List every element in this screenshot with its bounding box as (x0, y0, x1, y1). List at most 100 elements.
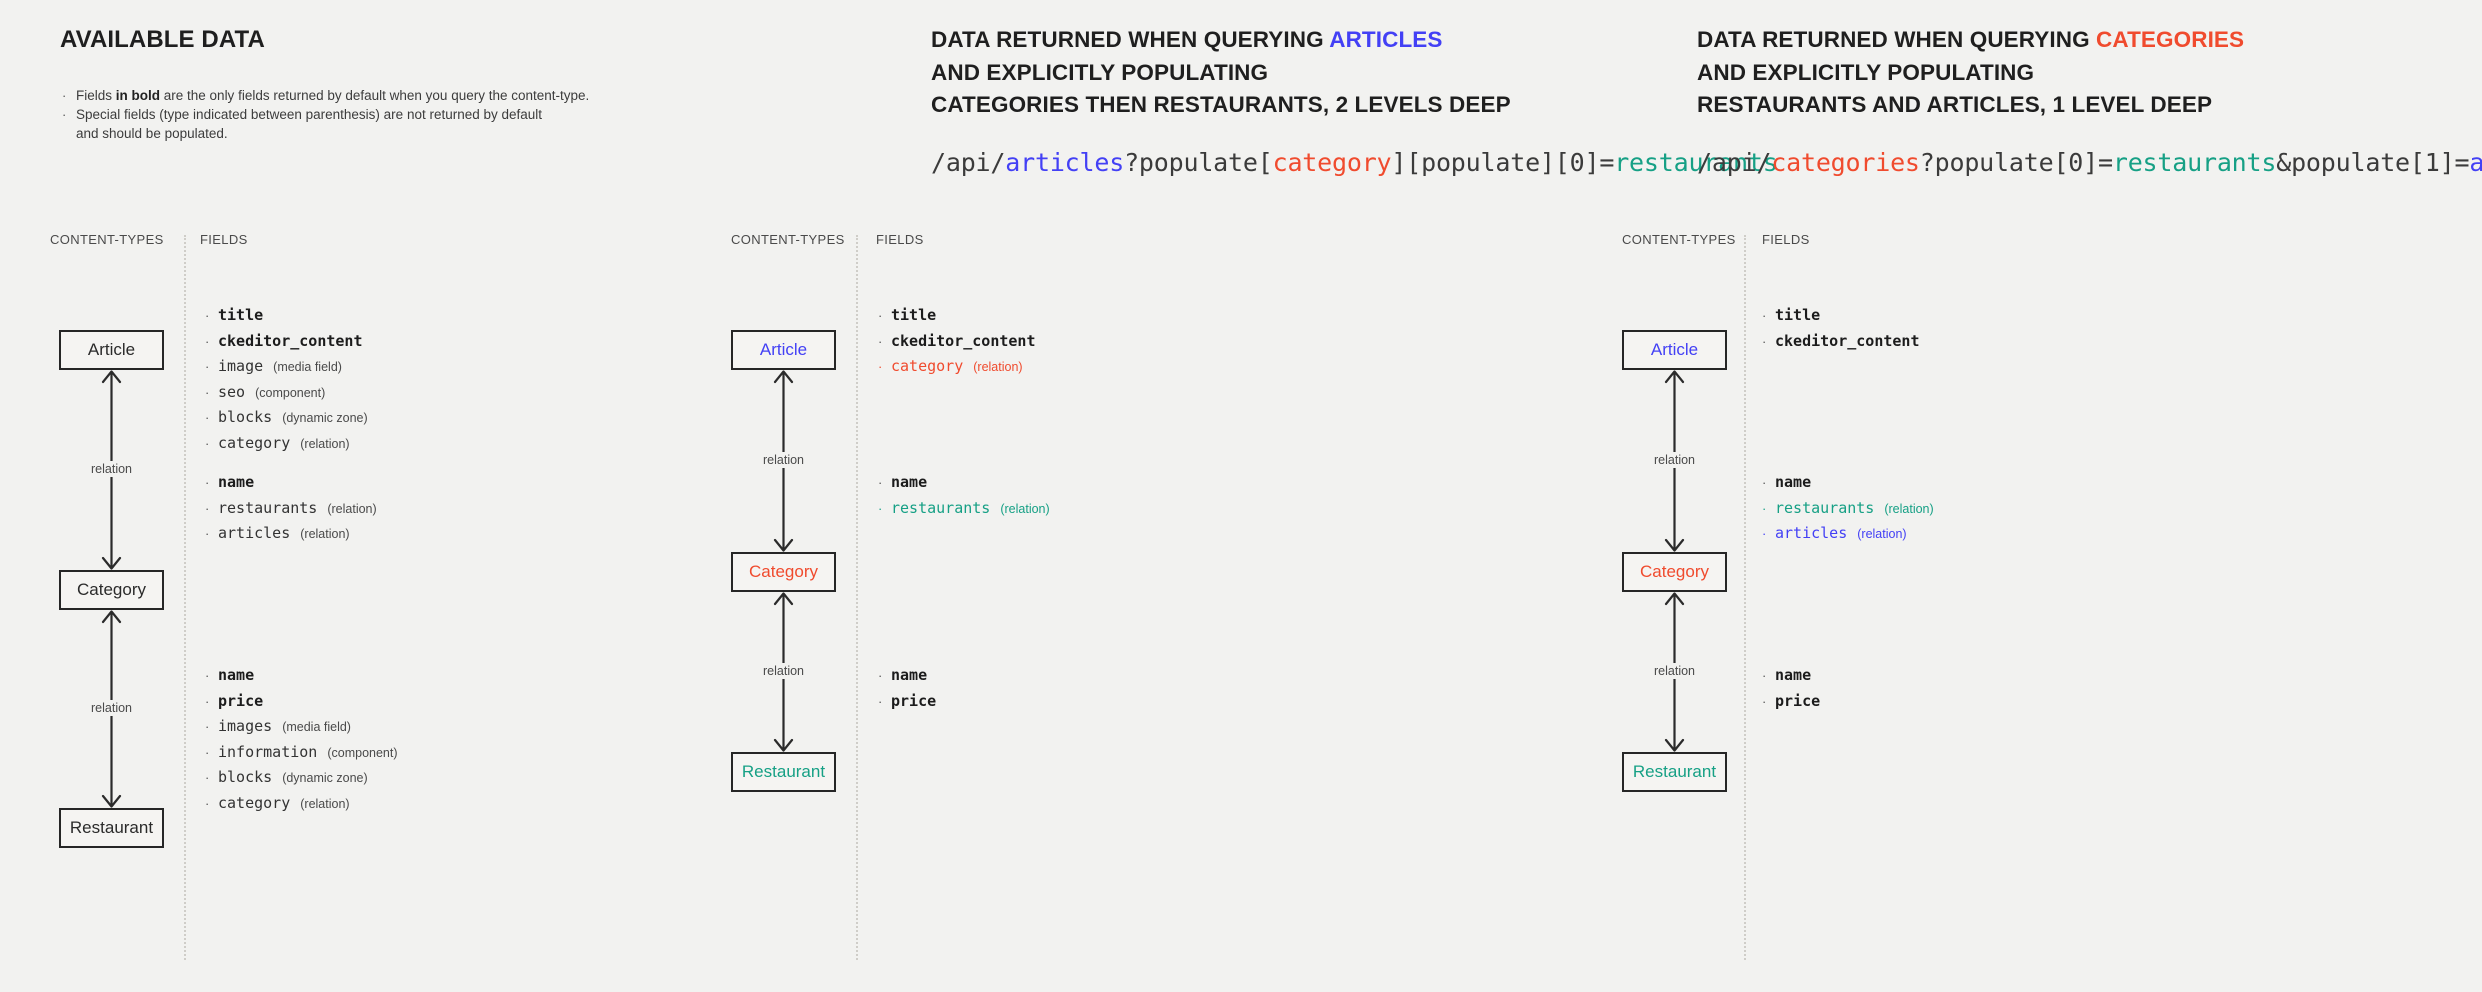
field-row: · articles (relation) (205, 521, 377, 547)
relation-arrow-1: relation (1622, 370, 1727, 552)
legend-bullet: ·Special fields (type indicated between … (62, 105, 822, 124)
field-name: price (891, 691, 937, 710)
api-token: category (1272, 148, 1392, 177)
content-type-label: Restaurant (69, 818, 154, 837)
api-token: /api/ (931, 148, 1006, 177)
column-label-fields: FIELDS (1762, 232, 1810, 247)
field-type: (relation) (300, 436, 350, 451)
relation-arrow-1: relation (731, 370, 836, 552)
bullet-dot-icon: · (205, 475, 210, 490)
field-name: information (218, 742, 318, 761)
field-row: · ckeditor_content (1762, 329, 1920, 355)
heading-line-1: AVAILABLE DATA (60, 24, 820, 57)
content-type-box-article[interactable]: Article (59, 330, 164, 370)
field-type: (relation) (1000, 501, 1050, 516)
heading-segment: ARTICLES (1329, 27, 1443, 52)
field-row: ·name (1762, 663, 1820, 689)
field-row: ·price (878, 689, 936, 715)
content-type-box-restaurant[interactable]: Restaurant (59, 808, 164, 848)
field-name: category (218, 433, 291, 452)
field-type: (relation) (1884, 501, 1934, 516)
relation-arrow-1: relation (59, 370, 164, 570)
field-name: restaurants (1775, 498, 1875, 517)
field-row: ·ckeditor_content (205, 329, 368, 355)
field-row: ·price (1762, 689, 1820, 715)
heading-line-3: RESTAURANTS AND ARTICLES, 1 LEVEL DEEP (1697, 89, 2482, 122)
content-type-box-category[interactable]: Category (59, 570, 164, 610)
field-name: ckeditor_content (218, 331, 363, 350)
field-row: ·seo(component) (205, 380, 368, 406)
field-name: price (1775, 691, 1821, 710)
bullet-dot-icon: · (205, 795, 210, 811)
field-group-article: ·title·ckeditor_content·image(media fiel… (205, 303, 368, 457)
bullet-dot-icon: · (205, 308, 210, 323)
column-label-fields: FIELDS (876, 232, 924, 247)
relation-arrow-2: relation (1622, 592, 1727, 752)
content-type-box-restaurant[interactable]: Restaurant (1622, 752, 1727, 792)
bullet-dot-icon: · (1762, 333, 1767, 349)
field-group-category: ·name·restaurants(relation) (878, 470, 1050, 521)
heading-line-2: AND EXPLICITLY POPULATING (1697, 57, 2482, 90)
field-name: name (1775, 666, 1812, 684)
content-type-box-category[interactable]: Category (1622, 552, 1727, 592)
heading-segment: AND EXPLICITLY POPULATING (1697, 59, 2035, 85)
legend-bullet-text: Fields in bold are the only fields retur… (76, 88, 590, 103)
content-type-box-restaurant[interactable]: Restaurant (731, 752, 836, 792)
bullet-dot-icon: · (205, 526, 210, 542)
column-label-content-types: CONTENT-TYPES (50, 232, 164, 247)
field-name: restaurants (891, 498, 991, 517)
heading-line-1: DATA RETURNED WHEN QUERYING ARTICLES (931, 24, 1731, 57)
field-type: (relation) (300, 527, 350, 542)
field-row: ·blocks(dynamic zone) (205, 405, 368, 431)
field-row: ·title (1762, 303, 1920, 329)
relation-label: relation (1622, 452, 1727, 468)
field-type: (dynamic zone) (282, 411, 368, 426)
field-name: name (218, 473, 255, 491)
bullet-dot-icon: · (205, 384, 210, 400)
panel-2-api-url: /api/articles?populate[category][populat… (931, 148, 1778, 177)
content-type-box-article[interactable]: Article (731, 330, 836, 370)
content-type-box-article[interactable]: Article (1622, 330, 1727, 370)
field-row: ·blocks(dynamic zone) (205, 765, 398, 791)
bullet-dot-icon: · (205, 744, 210, 760)
heading-segment: DATA RETURNED WHEN QUERYING (931, 27, 1330, 52)
heading-segment: DATA RETURNED WHEN QUERYING (1697, 27, 2097, 52)
field-type: (relation) (300, 796, 350, 811)
field-name: category (891, 357, 964, 376)
column-label-content-types: CONTENT-TYPES (1622, 232, 1736, 247)
bullet-dot-icon: · (205, 435, 210, 451)
field-group-restaurant: ·name·price (1762, 663, 1820, 714)
bullet-dot-icon: · (205, 770, 210, 786)
api-token: articles (1005, 148, 1125, 177)
panel-3-api-url: /api/categories?populate[0]=restaurants&… (1697, 148, 2482, 177)
field-name: articles (1775, 524, 1848, 543)
field-name: articles (218, 524, 291, 543)
bullet-dot-icon: · (205, 359, 210, 375)
heading-segment: AVAILABLE DATA (60, 26, 265, 53)
api-token: ][populate][0]= (1391, 148, 1615, 177)
legend-bullet-continuation: and should be populated. (76, 126, 228, 141)
content-type-label: Category (749, 562, 818, 581)
field-row: ·restaurants(relation) (1762, 496, 1934, 522)
field-row: ·image(media field) (205, 354, 368, 380)
content-type-box-category[interactable]: Category (731, 552, 836, 592)
field-type: (relation) (973, 360, 1023, 375)
content-type-label: Category (77, 580, 146, 599)
field-name: ckeditor_content (1775, 331, 1920, 350)
field-row: · category (relation) (205, 431, 368, 457)
bullet-dot-icon: · (205, 410, 210, 426)
field-name: ckeditor_content (891, 331, 1036, 350)
field-row: ·information(component) (205, 740, 398, 766)
field-row: ·name (1762, 470, 1934, 496)
bullet-dot-icon: · (62, 88, 67, 103)
bullet-dot-icon: · (205, 668, 210, 683)
bullet-dot-icon: · (205, 719, 210, 735)
field-row: ·images(media field) (205, 714, 398, 740)
bullet-dot-icon: · (878, 500, 883, 516)
field-name: name (891, 666, 928, 684)
content-type-label: Restaurant (741, 762, 826, 781)
field-name: name (1775, 473, 1812, 491)
heading-segment: CATEGORIES THEN RESTAURANTS, 2 LEVELS DE… (931, 92, 1511, 117)
